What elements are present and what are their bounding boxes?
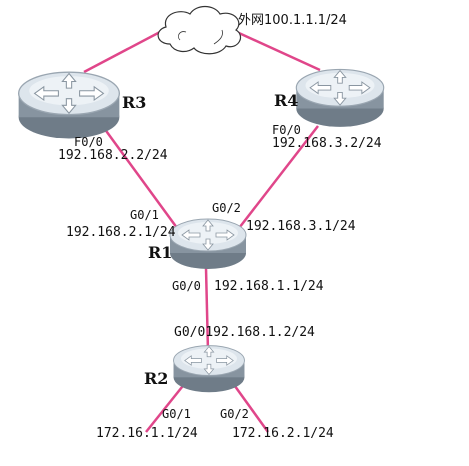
r2-g00-port: G0/0	[174, 325, 205, 340]
r2-g02-port: G0/2	[220, 407, 249, 421]
router-icon-r1	[169, 218, 247, 270]
router-icon-r3	[17, 71, 121, 140]
cloud-icon	[157, 5, 241, 55]
link-r1-r2	[204, 267, 210, 353]
link-r2-g01	[145, 381, 187, 433]
link-cloud-r3	[83, 30, 161, 74]
r1-g01-ip: 192.168.2.1/24	[66, 225, 176, 240]
r3-f00-port: F0/0	[74, 135, 103, 149]
router-icon-r4	[295, 68, 385, 128]
link-r3-r1	[102, 127, 182, 233]
router-name-r3: R3	[122, 93, 146, 112]
router-name-r2: R2	[144, 369, 168, 388]
r1-g00-port: G0/0	[172, 279, 201, 293]
r3-f00-ip: 192.168.2.2/24	[58, 148, 168, 163]
r1-g00-ip: 192.168.1.1/24	[214, 279, 324, 294]
link-r2-g02	[230, 381, 270, 433]
r2-g00-label: G0/0192.168.1.2/24	[174, 325, 315, 340]
r2-g00-ip: 192.168.1.2/24	[205, 325, 315, 340]
r2-g01-ip: 172.16.1.1/24	[96, 426, 198, 441]
cloud-label: 外网100.1.1.1/24	[238, 13, 347, 28]
r1-g01-port: G0/1	[130, 208, 159, 222]
r1-g02-ip: 192.168.3.1/24	[246, 219, 356, 234]
r4-f00-port: F0/0	[272, 123, 301, 137]
r1-g02-port: G0/2	[212, 201, 241, 215]
router-name-r1: R1	[148, 243, 172, 262]
link-cloud-r4	[227, 26, 321, 72]
router-name-r4: R4	[274, 91, 298, 110]
r2-g02-ip: 172.16.2.1/24	[232, 426, 334, 441]
r4-f00-ip: 192.168.3.2/24	[272, 136, 382, 151]
link-r4-r1	[235, 125, 319, 233]
router-icon-r2	[173, 345, 245, 393]
r2-g01-port: G0/1	[162, 407, 191, 421]
